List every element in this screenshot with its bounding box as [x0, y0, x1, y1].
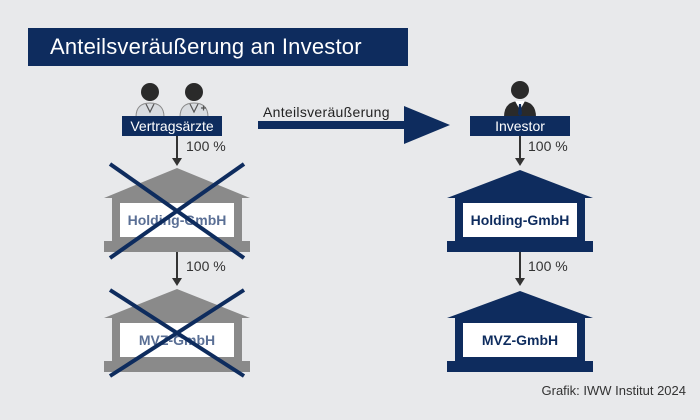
doctor-icon	[135, 83, 165, 118]
mvz-label-left: MVZ-GmbH	[138, 332, 216, 348]
share-label: 100 %	[186, 258, 226, 274]
holding-label-left: Holding-GmbH	[127, 212, 227, 228]
holding-label-right: Holding-GmbH	[470, 212, 570, 228]
transfer-arrow	[258, 106, 450, 144]
page-title: Anteilsveräußerung an Investor	[28, 28, 408, 66]
share-label: 100 %	[186, 138, 226, 154]
connector-arrowhead	[515, 278, 525, 286]
share-label: 100 %	[528, 138, 568, 154]
right-holding-house	[447, 170, 593, 252]
credit-text: Grafik: IWW Institut 2024	[541, 383, 687, 398]
right-mvz-house	[447, 291, 593, 372]
businessman-icon	[504, 81, 536, 117]
owner-label-right: Investor	[470, 116, 570, 136]
connector-arrowhead	[172, 158, 182, 166]
connector-arrowhead	[515, 158, 525, 166]
transfer-label: Anteilsveräußerung	[263, 104, 390, 120]
doctor-icon	[179, 83, 209, 118]
connector-arrowhead	[172, 278, 182, 286]
share-label: 100 %	[528, 258, 568, 274]
owner-label-left: Vertragsärzte	[122, 116, 222, 136]
mvz-label-right: MVZ-GmbH	[481, 332, 559, 348]
